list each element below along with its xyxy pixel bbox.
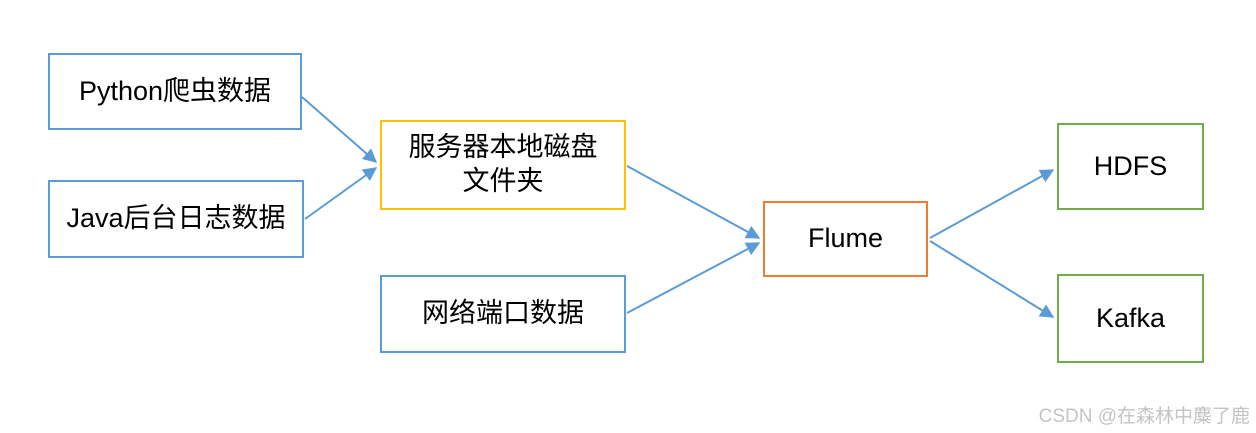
edge-disk-to-flume [626,165,761,239]
node-server-local-disk-folder: 服务器本地磁盘 文件夹 [380,120,626,210]
node-label: Flume [807,223,883,254]
node-label: HDFS [1093,150,1168,181]
node-label: 服务器本地磁盘 文件夹 [408,132,598,196]
node-kafka: Kafka [1057,274,1204,363]
node-hdfs: HDFS [1057,123,1204,210]
node-java-backend-log-data: Java后台日志数据 [48,180,304,258]
node-python-crawler-data: Python爬虫数据 [48,53,302,130]
node-label: Java后台日志数据 [66,203,286,234]
node-flume: Flume [763,201,928,277]
edge-port-to-flume [626,242,761,314]
node-label: Kafka [1095,302,1166,333]
node-label: 网络端口数据 [422,298,584,329]
edge-python-to-disk [301,96,378,163]
edge-flume-to-kafka [929,240,1055,318]
edge-java-to-disk [304,167,378,220]
node-network-port-data: 网络端口数据 [380,275,626,353]
node-label: Python爬虫数据 [78,75,272,106]
edge-flume-to-hdfs [929,169,1055,239]
watermark: CSDN @在森林中麋了鹿 [1038,406,1250,427]
